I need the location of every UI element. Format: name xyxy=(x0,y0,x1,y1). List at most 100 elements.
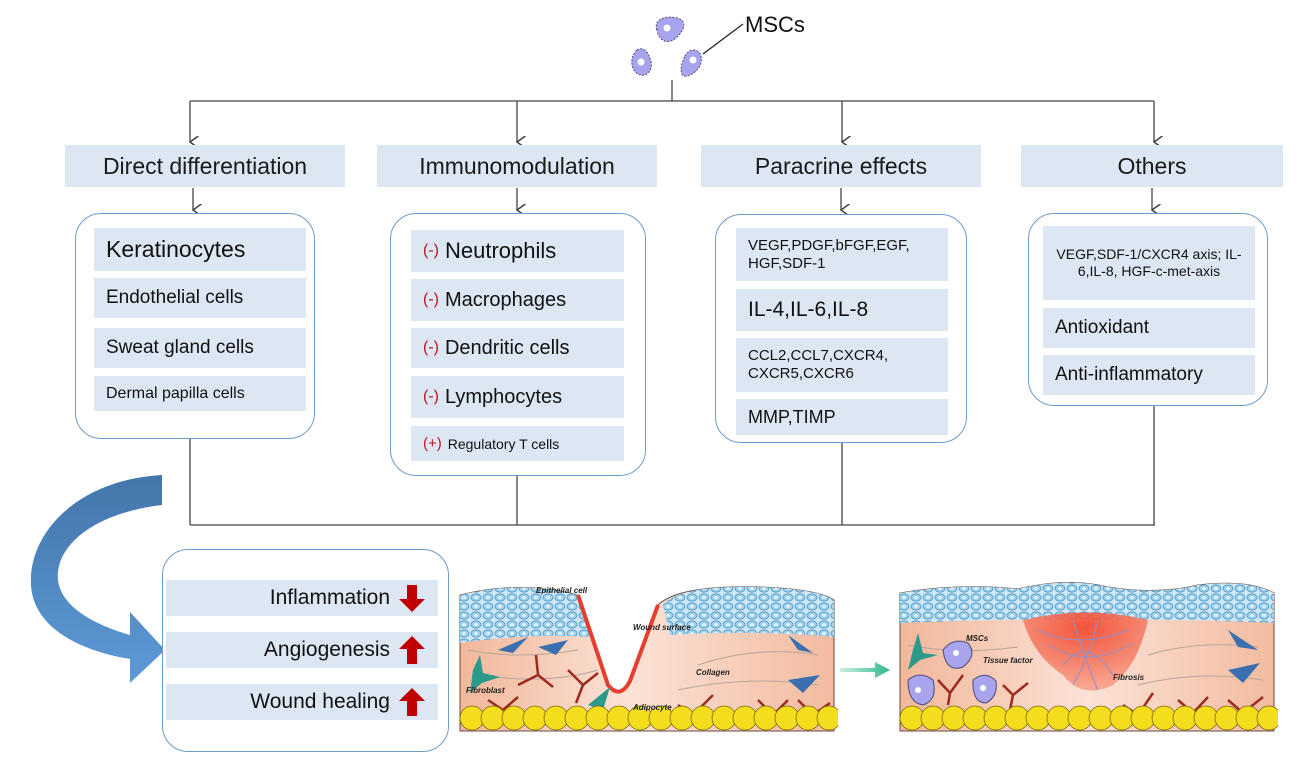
adipocyte-cell xyxy=(1214,705,1240,731)
header-label: Immunomodulation xyxy=(419,152,615,179)
item-text: Dermal papilla cells xyxy=(106,384,245,402)
header-immunomodulation: Immunomodulation xyxy=(377,145,657,187)
item-text: Antioxidant xyxy=(1055,317,1150,338)
label-adipocyte: Adipocyte xyxy=(632,703,672,712)
adipocyte-cell xyxy=(522,705,548,731)
item-text: Sweat gland cells xyxy=(106,337,254,358)
adipocyte-cell xyxy=(564,705,590,731)
panel-others: VEGF,SDF-1/CXCR4 axis; IL-6,IL-8, HGF-c-… xyxy=(1028,213,1268,406)
list-item: (+) Regulatory T cells xyxy=(411,426,624,461)
adipocyte-cell xyxy=(1130,705,1156,731)
header-label: Others xyxy=(1117,152,1187,179)
outcome-label: Inflammation xyxy=(269,586,390,609)
adipocyte-cell xyxy=(501,705,527,731)
list-item: (-) Dendritic cells xyxy=(411,328,624,368)
item-text: Anti-inflammatory xyxy=(1055,364,1203,385)
adipocyte-cell xyxy=(1151,705,1177,731)
adipocyte-cell xyxy=(774,705,800,731)
header-paracrine-effects: Paracrine effects xyxy=(701,145,981,187)
adipocyte-cell xyxy=(690,705,716,731)
adipocyte-cell xyxy=(962,705,988,731)
item-text: Keratinocytes xyxy=(106,236,246,262)
list-item: (-) Neutrophils xyxy=(411,230,624,272)
list-item: IL-4,IL-6,IL-8 xyxy=(736,289,948,331)
msc-cells-icon xyxy=(631,16,744,77)
promote-sign: (+) xyxy=(423,435,442,452)
item-text: VEGF,SDF-1/CXCR4 axis; IL-6,IL-8, HGF-c-… xyxy=(1056,246,1242,279)
adipocyte-cell xyxy=(732,705,758,731)
adipocyte-cell xyxy=(795,705,821,731)
header-others: Others xyxy=(1021,145,1283,187)
adipocyte-cell xyxy=(543,705,569,731)
adipocyte-cell xyxy=(753,705,779,731)
label-mscs: MSCs xyxy=(966,634,989,643)
label-epithelial-cell: Epithelial cell xyxy=(536,586,588,595)
label-tissue-factor: Tissue factor xyxy=(983,656,1034,665)
arrow-up-icon xyxy=(399,636,425,664)
adipocyte-cell xyxy=(1172,705,1198,731)
list-item: Endothelial cells xyxy=(94,278,306,318)
adipocyte-cell xyxy=(1004,705,1030,731)
adipocyte-cell xyxy=(606,705,632,731)
item-text: Endothelial cells xyxy=(106,287,244,308)
list-item: (-) Lymphocytes xyxy=(411,376,624,418)
adipocyte-cell xyxy=(1067,705,1093,731)
list-item: VEGF,PDGF,bFGF,EGF, HGF,SDF-1 xyxy=(736,228,948,281)
adipocyte-cell xyxy=(711,705,737,731)
item-text: Dendritic cells xyxy=(444,336,570,359)
adipocyte-cell xyxy=(941,705,967,731)
item-text: Neutrophils xyxy=(444,238,557,263)
panel-immunomodulation: (-) Neutrophils (-) Macrophages (-) Dend… xyxy=(390,213,646,476)
adipocyte-cell xyxy=(480,705,506,731)
item-text: Lymphocytes xyxy=(444,385,563,408)
header-label: Paracrine effects xyxy=(754,152,928,179)
header-label: Direct differentiation xyxy=(102,152,308,179)
adipocyte-cell xyxy=(1109,705,1135,731)
outcome-angiogenesis: Angiogenesis xyxy=(166,632,438,668)
label-fibrosis: Fibrosis xyxy=(1113,673,1145,682)
wound-illustration: Epithelial cell Wound surface Collagen F… xyxy=(459,586,838,732)
list-item: Anti-inflammatory xyxy=(1043,355,1255,395)
adipocyte-cell xyxy=(816,705,838,731)
list-item: Keratinocytes xyxy=(94,228,306,271)
adipocyte-cell xyxy=(920,705,946,731)
adipocyte-cell xyxy=(585,705,611,731)
adipocyte-cell xyxy=(1025,705,1051,731)
outcome-inflammation: Inflammation xyxy=(166,580,438,616)
adipocyte-cell xyxy=(899,705,925,731)
transition-arrow-icon xyxy=(840,662,890,678)
curved-arrow-icon xyxy=(30,475,165,683)
label-wound-surface: Wound surface xyxy=(633,623,691,632)
list-item: VEGF,SDF-1/CXCR4 axis; IL-6,IL-8, HGF-c-… xyxy=(1043,226,1255,300)
arrow-up-icon xyxy=(399,688,425,716)
adipocyte-cell xyxy=(983,705,1009,731)
outcome-wound-healing: Wound healing xyxy=(166,684,438,720)
outcome-label: Angiogenesis xyxy=(263,638,390,661)
item-text: Regulatory T cells xyxy=(447,435,560,452)
list-item: MMP,TIMP xyxy=(736,399,948,435)
list-item: Dermal papilla cells xyxy=(94,376,306,411)
adipocyte-cell xyxy=(1193,705,1219,731)
item-text: Macrophages xyxy=(444,288,567,311)
arrow-down-icon xyxy=(399,585,425,612)
item-text: VEGF,PDGF,bFGF,EGF, HGF,SDF-1 xyxy=(748,236,910,272)
item-text: CCL2,CCL7,CXCR4, CXCR5,CXCR6 xyxy=(748,347,889,382)
list-item: Sweat gland cells xyxy=(94,328,306,368)
label-collagen: Collagen xyxy=(696,668,730,677)
panel-direct-differentiation: Keratinocytes Endothelial cells Sweat gl… xyxy=(75,213,315,439)
adipocyte-cell xyxy=(459,705,485,731)
panel-paracrine-effects: VEGF,PDGF,bFGF,EGF, HGF,SDF-1 IL-4,IL-6,… xyxy=(715,214,967,443)
outcome-label: Wound healing xyxy=(250,690,390,713)
list-item: (-) Macrophages xyxy=(411,279,624,321)
msc-label: MSCs xyxy=(745,12,805,37)
item-text: IL-4,IL-6,IL-8 xyxy=(748,298,869,321)
inhibit-sign: (-) xyxy=(423,388,439,405)
adipocyte-cell xyxy=(1235,705,1261,731)
item-text: MMP,TIMP xyxy=(748,406,836,427)
healing-illustration: MSCs Tissue factor Fibrosis xyxy=(899,582,1278,732)
adipocyte-cell xyxy=(669,705,695,731)
adipocyte-cell xyxy=(1046,705,1072,731)
inhibit-sign: (-) xyxy=(423,242,439,259)
list-item: CCL2,CCL7,CXCR4, CXCR5,CXCR6 xyxy=(736,338,948,392)
adipocyte-cell xyxy=(1256,705,1278,731)
